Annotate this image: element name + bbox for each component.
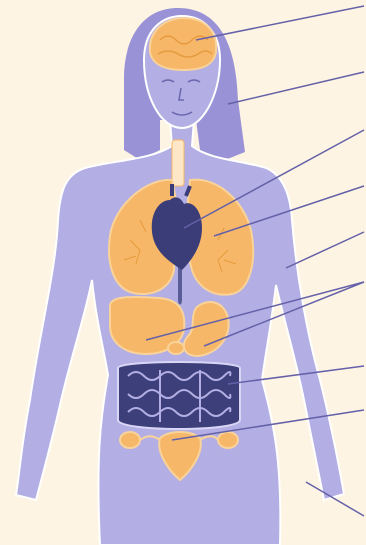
gallbladder	[168, 342, 184, 354]
trachea	[172, 140, 184, 186]
